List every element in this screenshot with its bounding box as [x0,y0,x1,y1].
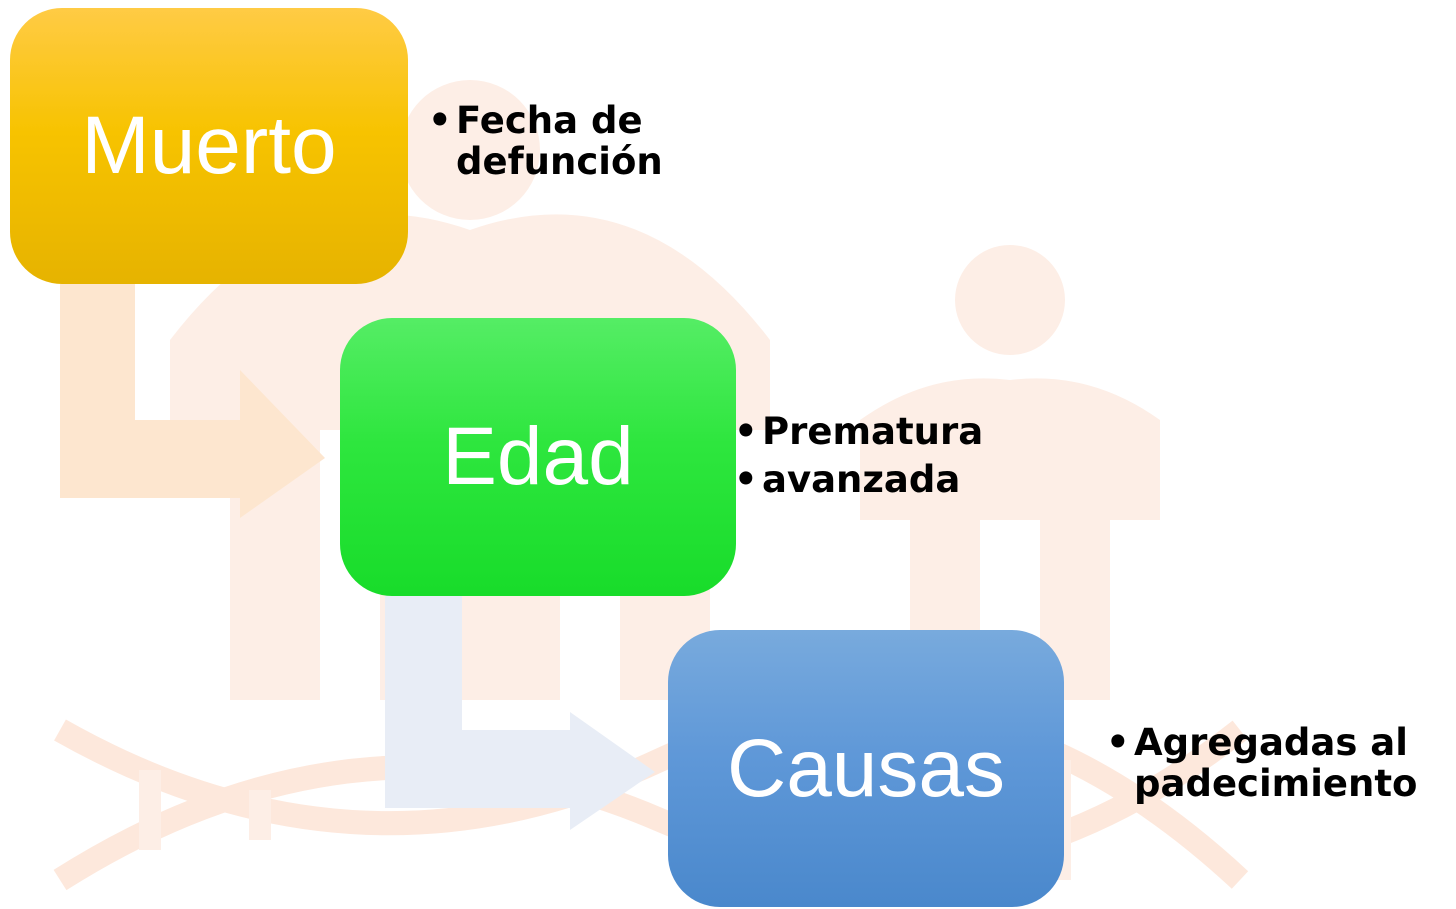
arrow-edad-to-causas [385,596,655,830]
causas-box: Causas [668,630,1064,907]
arrow-muerto-to-edad [60,284,325,518]
causas-bullet-list: Agregadas al padecimiento [1106,722,1456,804]
muerto-bullet-list: Fecha de defunción [428,100,748,182]
edad-bullet-2: avanzada [734,456,1074,504]
muerto-bullet-1: Fecha de defunción [428,100,748,182]
causas-label: Causas [726,722,1006,814]
edad-bullet-list: Prematura avanzada [734,408,1074,504]
edad-label: Edad [442,411,634,502]
muerto-label: Muerto [81,100,337,191]
edad-box: Edad [340,318,736,596]
muerto-box: Muerto [10,8,408,284]
causas-bullet-1: Agregadas al padecimiento [1106,722,1456,804]
edad-bullet-1: Prematura [734,408,1074,456]
